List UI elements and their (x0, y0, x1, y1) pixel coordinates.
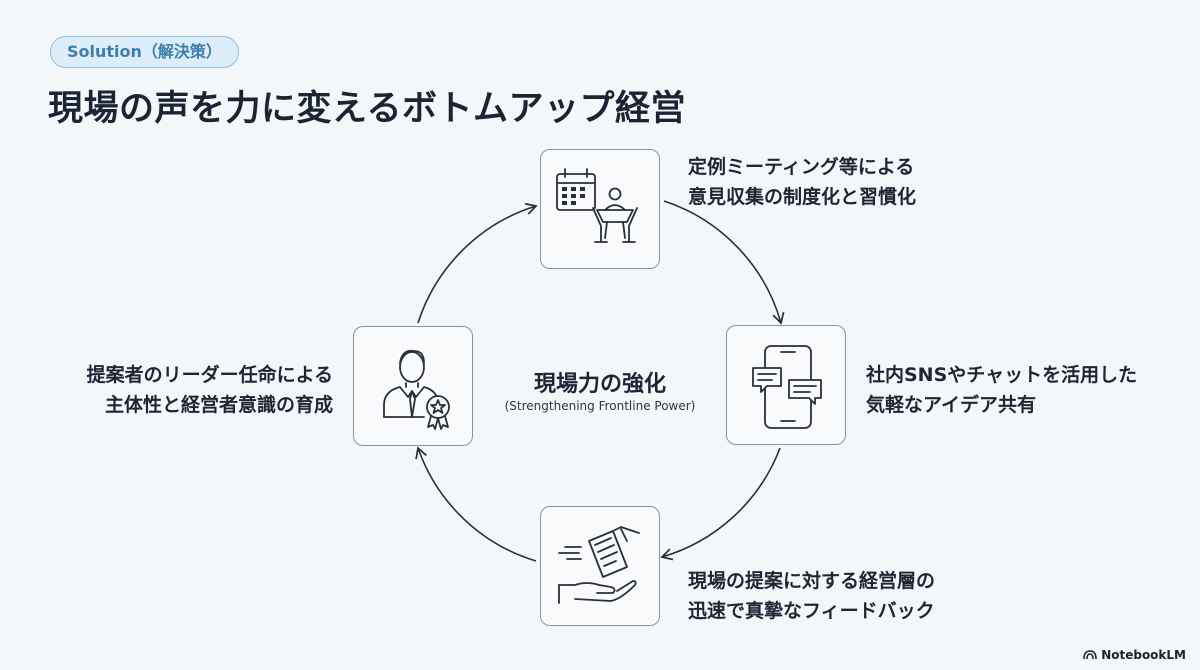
arrow-bottom-to-left (415, 446, 537, 562)
calendar-meeting-icon (556, 168, 638, 243)
step-box-right (726, 325, 846, 445)
center-title: 現場力の強化 (533, 372, 666, 397)
page-title: 現場の声を力に変えるボトムアップ経営 (48, 89, 686, 129)
step-box-left (353, 326, 473, 446)
step-label-top: 定例ミーティング等による 意見収集の制度化と習慣化 (688, 156, 917, 208)
arrow-left-to-top (417, 202, 538, 324)
brand-name: NotebookLM (1101, 648, 1186, 662)
step-label-left: 提案者のリーダー任命による 主体性と経営者意識の育成 (86, 364, 333, 416)
center-subtitle: (Strengthening Frontline Power) (504, 399, 696, 413)
step-label-bottom: 現場の提案に対する経営層の 迅速で真摯なフィードバック (688, 570, 936, 622)
person-award-icon (383, 349, 450, 430)
arrow-top-to-right (663, 200, 785, 325)
brand-footer: NotebookLM (1083, 648, 1186, 662)
step-label-right: 社内SNSやチャットを活用した 気軽なアイデア共有 (866, 364, 1138, 416)
step-box-bottom (540, 506, 660, 626)
document-handover-icon (558, 526, 640, 604)
section-tag: Solution（解決策） (50, 36, 239, 68)
step-box-top (540, 149, 660, 269)
arrow-right-to-bottom (660, 447, 781, 561)
smartphone-chat-icon (752, 345, 822, 429)
notebooklm-logo-icon (1083, 650, 1097, 660)
